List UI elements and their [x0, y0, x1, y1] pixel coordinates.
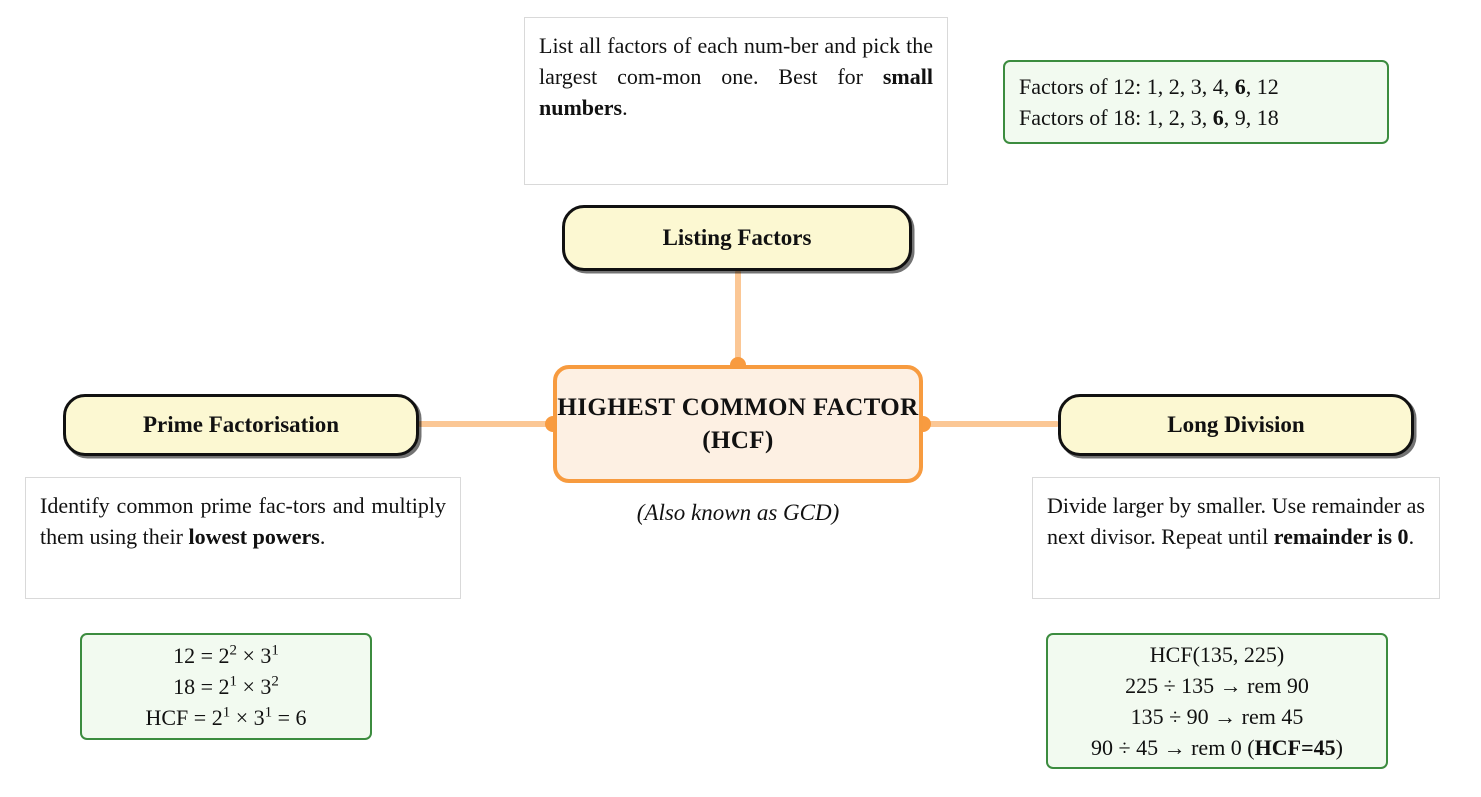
- connector-left: [419, 421, 561, 427]
- connector-top: [735, 271, 741, 369]
- branch-node-long-division[interactable]: Long Division: [1058, 394, 1414, 456]
- example-line: 135 ÷ 90 → rem 45: [1130, 704, 1304, 729]
- branch-node-listing-factors[interactable]: Listing Factors: [562, 205, 912, 271]
- description-listing-factors: List all factors of each num-ber and pic…: [524, 17, 948, 185]
- connector-right: [915, 421, 1058, 427]
- example-line: Factors of 12: 1, 2, 3, 4, 6, 12: [1019, 73, 1279, 99]
- example-line: 90 ÷ 45 → rem 0 (HCF=45): [1091, 735, 1343, 761]
- example-line: HCF = 21 × 31 = 6: [145, 704, 307, 731]
- description-long-division: Divide larger by smaller. Use remainder …: [1032, 477, 1440, 599]
- example-line: 225 ÷ 135 → rem 90: [1125, 672, 1309, 698]
- example-line: HCF(135, 225): [1149, 641, 1285, 667]
- example-prime-factorisation: 12 = 22 × 31 18 = 21 × 32 HCF = 21 × 31 …: [80, 633, 372, 740]
- example-line: 18 = 21 × 32: [173, 673, 279, 699]
- example-line: 12 = 22 × 31: [173, 642, 279, 668]
- central-node[interactable]: HIGHEST COMMON FACTOR (HCF): [553, 365, 923, 483]
- central-node-caption: (Also known as GCD): [636, 500, 840, 525]
- example-long-division: HCF(135, 225) 225 ÷ 135 → rem 90 135 ÷ 9…: [1046, 633, 1388, 769]
- description-prime-factorisation: Identify common prime fac-tors and multi…: [25, 477, 461, 599]
- example-listing-factors: Factors of 12: 1, 2, 3, 4, 6, 12 Factors…: [1003, 60, 1389, 144]
- branch-node-prime-factorisation[interactable]: Prime Factorisation: [63, 394, 419, 456]
- example-line: Factors of 18: 1, 2, 3, 6, 9, 18: [1019, 105, 1279, 130]
